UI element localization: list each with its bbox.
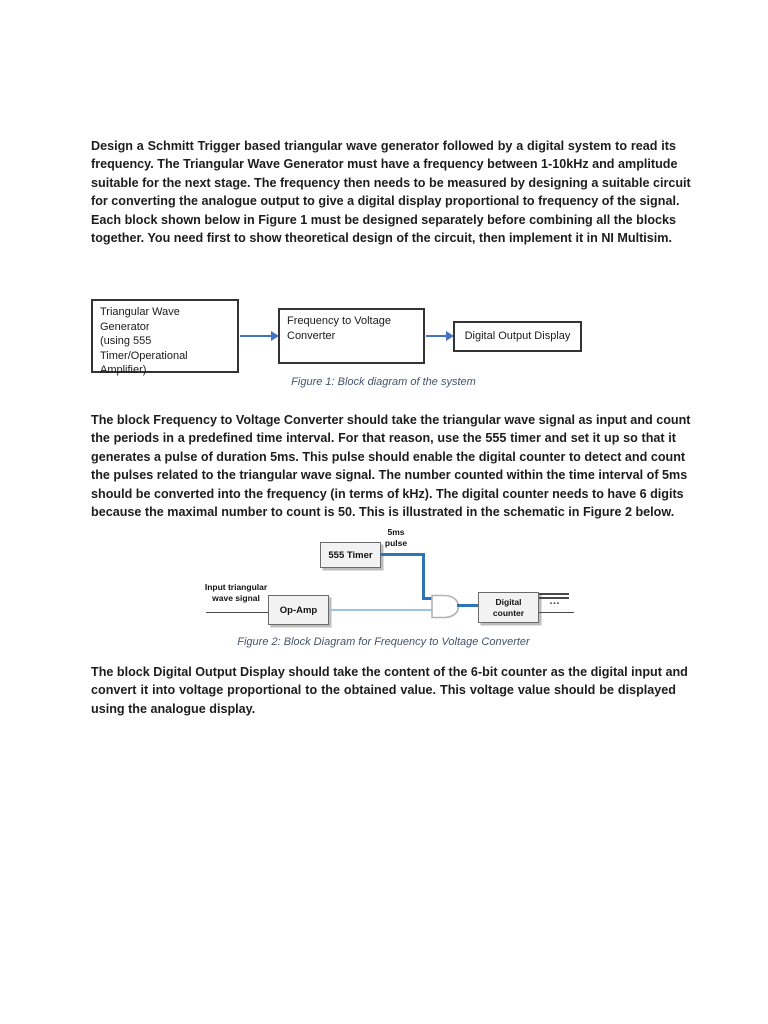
signal-line (457, 604, 478, 607)
text-line: The block Digital Output Display should … (91, 665, 688, 679)
figure2-block-op-amp: Op-Amp (268, 595, 329, 625)
counter-output-wire (539, 597, 569, 599)
counter-output-wire (539, 612, 574, 613)
input-signal-label: Input triangular wave signal (204, 582, 268, 603)
text-line: using the analogue display. (91, 701, 256, 716)
signal-line (380, 553, 425, 556)
paragraph-frequency-converter: The block Frequency to Voltage Converter… (91, 411, 691, 521)
text-line: The block Frequency to Voltage Converter… (91, 413, 691, 427)
text-line: the pulses related to the triangular wav… (91, 468, 688, 483)
text-line: frequency. The Triangular Wave Generator… (91, 157, 678, 172)
figure2-block-digital-counter: Digital counter (478, 592, 539, 623)
text-line: suitable for the next stage. The frequen… (91, 175, 691, 190)
text-line: Each block shown below in Figure 1 must … (91, 212, 677, 227)
figure1-block-frequency-to-voltage-converter: Frequency to Voltage Converter (278, 308, 425, 364)
block-label: Digital Output Display (464, 330, 571, 343)
and-gate-icon (431, 594, 460, 619)
block-label: Triangular Wave Generator (using 555 Tim… (100, 306, 188, 376)
paragraph-intro: Design a Schmitt Trigger based triangula… (91, 137, 691, 247)
block-label: Frequency to Voltage Converter (287, 315, 391, 342)
figure1-block-digital-output-display: Digital Output Display (453, 321, 582, 352)
paragraph-digital-output-display: The block Digital Output Display should … (91, 663, 688, 718)
text-line: together. You need first to show theoret… (91, 231, 673, 246)
figure2-caption: Figure 2: Block Diagram for Frequency to… (237, 636, 530, 648)
block-label: Digital counter (492, 596, 525, 618)
text-line: because the maximal number to count is 5… (91, 505, 675, 520)
arrow-right-icon (240, 331, 279, 341)
figure1-block-triangular-wave-generator: Triangular Wave Generator (using 555 Tim… (91, 299, 239, 376)
text-line: Design a Schmitt Trigger based triangula… (91, 139, 676, 153)
text-line: for converting the analogue output to gi… (91, 194, 680, 209)
text-line: should be converted into the frequency (… (91, 486, 684, 501)
pulse-label: 5ms pulse (384, 527, 408, 548)
signal-line-light (329, 609, 433, 611)
signal-line (422, 597, 434, 600)
arrow-right-icon (426, 331, 454, 341)
figure1-caption: Figure 1: Block diagram of the system (291, 376, 476, 388)
ellipsis-label: … (549, 595, 561, 607)
block-label: Op-Amp (279, 604, 318, 616)
text-line: generates a pulse of duration 5ms. This … (91, 449, 686, 464)
text-line: convert it into voltage proportional to … (91, 683, 676, 698)
block-label: 555 Timer (328, 549, 373, 561)
signal-line (422, 553, 425, 600)
counter-output-wire (539, 593, 569, 595)
input-wire (206, 612, 268, 613)
figure2-block-555-timer: 555 Timer (320, 542, 381, 568)
text-line: the periods in a predefined time interva… (91, 431, 676, 446)
